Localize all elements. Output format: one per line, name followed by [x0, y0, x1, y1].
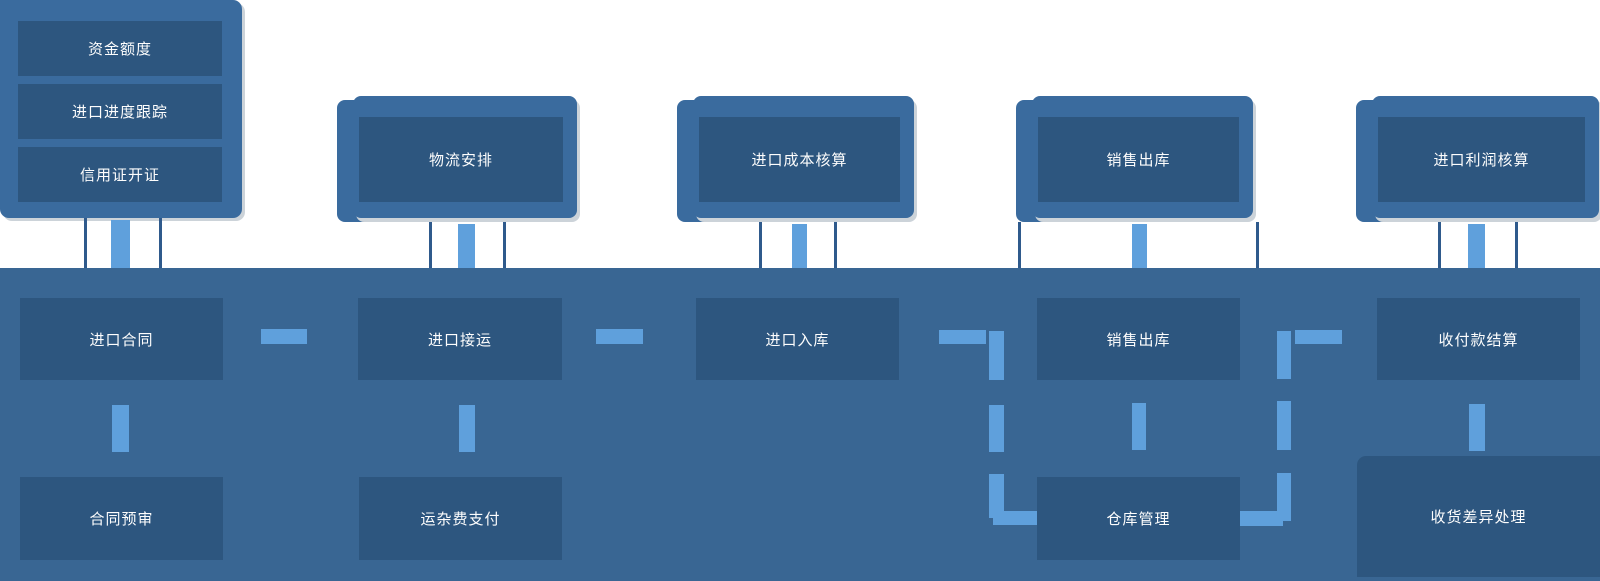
connector-leg [1018, 222, 1021, 268]
connector-leg [834, 222, 837, 268]
node-payment-settlement[interactable]: 收付款结算 [1377, 298, 1580, 380]
top-box-logistics-arrangement[interactable]: 物流安排 [337, 96, 577, 222]
node-sales-outbound[interactable]: 销售出库 [1037, 298, 1240, 380]
node-receiving-difference-handling[interactable]: 收货差异处理 [1357, 456, 1600, 577]
box-inner: 进口利润核算 [1378, 117, 1585, 202]
connector-bar-horizontal [993, 511, 1039, 525]
node-label: 运杂费支付 [420, 511, 501, 528]
panel-item-import-progress-tracking[interactable]: 进口进度跟踪 [18, 84, 222, 139]
node-warehouse-management[interactable]: 仓库管理 [1037, 477, 1240, 560]
node-label: 合同预审 [89, 511, 154, 528]
node-label: 仓库管理 [1106, 511, 1171, 528]
top-box-sales-outbound-report[interactable]: 销售出库 [1016, 96, 1253, 222]
connector-bar-vertical [458, 224, 475, 268]
panel-item-label: 信用证开证 [79, 167, 160, 184]
connector-bar-vertical [111, 220, 130, 268]
top-box-import-profit-accounting[interactable]: 进口利润核算 [1356, 96, 1599, 222]
connector-bar-vertical [1277, 473, 1291, 521]
box-inner: 物流安排 [359, 117, 563, 202]
connector-leg [1256, 222, 1259, 268]
connector-bar-vertical [112, 405, 129, 452]
node-label: 收付款结算 [1438, 331, 1519, 349]
top-box-label: 进口利润核算 [1433, 152, 1530, 169]
connector-bar-horizontal [1295, 330, 1342, 344]
connector-bar-vertical [1277, 331, 1291, 379]
connector-bar-vertical [1132, 403, 1146, 450]
connector-bar-vertical [1277, 401, 1291, 450]
node-contract-preview[interactable]: 合同预审 [20, 477, 223, 560]
connector-bar-vertical [989, 331, 1004, 380]
connector-leg [159, 218, 162, 268]
connector-leg [429, 222, 432, 268]
connector-leg [759, 222, 762, 268]
connector-bar-horizontal [1240, 511, 1283, 526]
node-label: 进口入库 [765, 331, 830, 349]
box-inner: 销售出库 [1038, 117, 1239, 202]
connector-bar-horizontal [596, 329, 643, 344]
top-box-import-cost-accounting[interactable]: 进口成本核算 [677, 96, 914, 222]
connector-leg [1438, 222, 1441, 268]
panel-item-label: 资金额度 [87, 41, 152, 58]
node-label: 收货差异处理 [1430, 509, 1527, 526]
connector-bar-vertical [792, 224, 807, 268]
connector-bar-horizontal [261, 329, 307, 344]
node-freight-fee-payment[interactable]: 运杂费支付 [359, 477, 562, 560]
node-import-warehousing[interactable]: 进口入库 [696, 298, 899, 380]
connector-bar-vertical [1468, 224, 1485, 268]
node-import-contract[interactable]: 进口合同 [20, 298, 223, 380]
connector-leg [84, 218, 87, 268]
connector-leg [503, 222, 506, 268]
connector-bar-vertical [989, 405, 1004, 452]
node-import-pickup[interactable]: 进口接运 [358, 298, 562, 380]
top-box-label: 物流安排 [428, 152, 493, 169]
node-label: 进口接运 [427, 331, 492, 349]
side-panel: 资金额度 进口进度跟踪 信用证开证 [0, 0, 242, 218]
node-label: 进口合同 [89, 331, 154, 349]
connector-bar-vertical [989, 474, 1004, 518]
connector-bar-vertical [1469, 404, 1485, 451]
box-inner: 进口成本核算 [699, 117, 900, 202]
panel-item-label: 进口进度跟踪 [71, 104, 168, 121]
top-box-label: 销售出库 [1106, 152, 1171, 169]
connector-bar-horizontal [939, 330, 986, 344]
connector-bar-vertical [459, 405, 475, 452]
top-box-label: 进口成本核算 [751, 152, 848, 169]
connector-bar-vertical [1132, 224, 1147, 268]
connector-leg [1515, 222, 1518, 268]
node-label: 销售出库 [1106, 331, 1171, 349]
panel-item-funds-quota[interactable]: 资金额度 [18, 21, 222, 76]
panel-item-letter-of-credit[interactable]: 信用证开证 [18, 147, 222, 202]
